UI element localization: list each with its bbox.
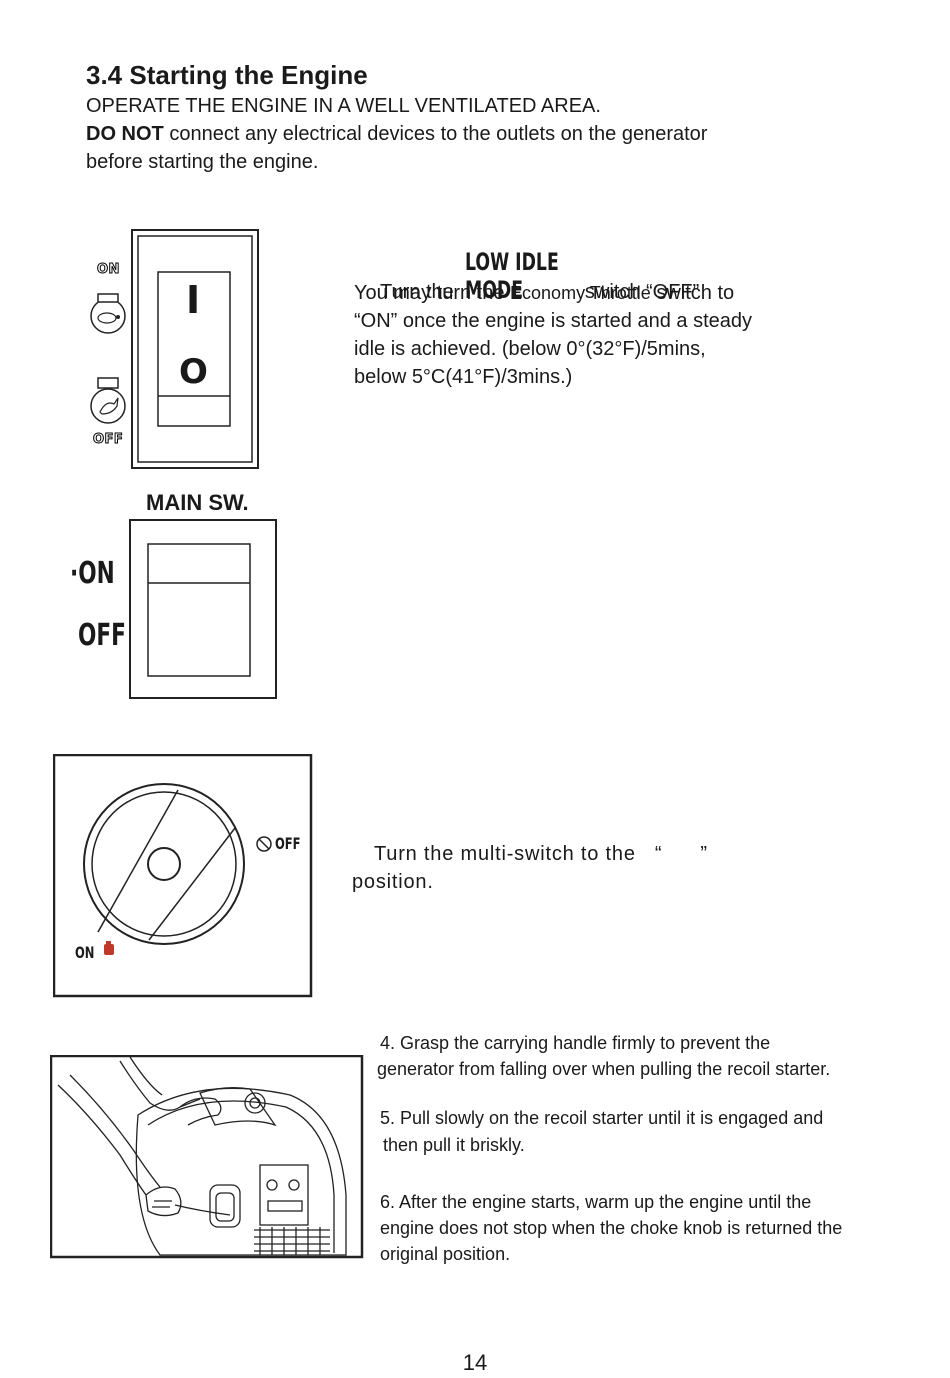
idle-step-prefix: Turn the (380, 281, 454, 303)
idle-step-line5: below 5°C(41°F)/3mins.) (354, 366, 573, 388)
multi-switch-on-label: ON (75, 943, 95, 962)
step-6-line2: engine does not stop when the choke knob… (380, 1218, 843, 1238)
step-4-line1: 4. Grasp the carrying handle firmly to p… (380, 1033, 771, 1053)
step-5-line2: then pull it briskly. (383, 1135, 525, 1155)
fuel-on-icon (104, 941, 114, 955)
multi-step-line2: position. (352, 871, 434, 893)
section-heading: 3.4 Starting the Engine (86, 60, 368, 90)
main-switch-on-label: ·ON (70, 556, 115, 591)
idle-off-label: OFF (92, 432, 124, 448)
idle-step-line3: “ON” once the engine is started and a st… (354, 310, 753, 332)
step-6-line3: original position. (380, 1244, 511, 1264)
idle-step-line4: idle is achieved. (below 0°(32°F)/5mins, (354, 338, 706, 360)
switch-on-glyph: I (186, 278, 201, 322)
idle-step-line2: You may turn the Economy Throttle switch… (354, 279, 734, 307)
economy-throttle-label: Economy Throttle (510, 283, 651, 303)
multi-step-line1: Turn the multi-switch to the “ ” (374, 843, 708, 865)
main-switch-figure (129, 519, 277, 699)
page-number: 14 (462, 1350, 488, 1375)
multi-switch-off-label: OFF (275, 834, 301, 853)
main-switch-off-label: OFF (78, 618, 126, 653)
do-not-emphasis: DO NOT (86, 123, 164, 145)
step-4-line2: generator from falling over when pulling… (377, 1059, 831, 1079)
do-not-warning-line2: before starting the engine. (86, 151, 319, 173)
turtle-icon (90, 293, 126, 334)
idle-step-suffix: switch “OFF” (584, 281, 700, 303)
idle-on-label: ON (97, 262, 120, 278)
idle-step-line2-c: switch to (650, 282, 735, 304)
step-5-line1: 5. Pull slowly on the recoil starter unt… (380, 1108, 824, 1128)
ventilation-warning: OPERATE THE ENGINE IN A WELL VENTILATED … (86, 95, 601, 117)
low-idle-switch-figure (90, 229, 259, 469)
main-switch-title: MAIN SW. (146, 490, 249, 515)
switch-off-glyph: O (179, 352, 208, 392)
idle-step-line1: Turn the LOW IDLE MODE switch “OFF” (380, 248, 699, 306)
do-not-warning: DO NOT connect any electrical devices to… (86, 120, 707, 148)
low-idle-mode-label: LOW IDLE MODE (465, 248, 560, 304)
step-6-line1: 6. After the engine starts, warm up the … (380, 1192, 812, 1212)
recoil-starter-figure (50, 1055, 364, 1259)
multi-switch-figure (53, 754, 313, 998)
rabbit-icon (90, 377, 126, 424)
fuel-off-icon (256, 836, 272, 852)
do-not-text: connect any electrical devices to the ou… (163, 123, 708, 145)
idle-step-line2-a: You may turn the (354, 282, 511, 304)
